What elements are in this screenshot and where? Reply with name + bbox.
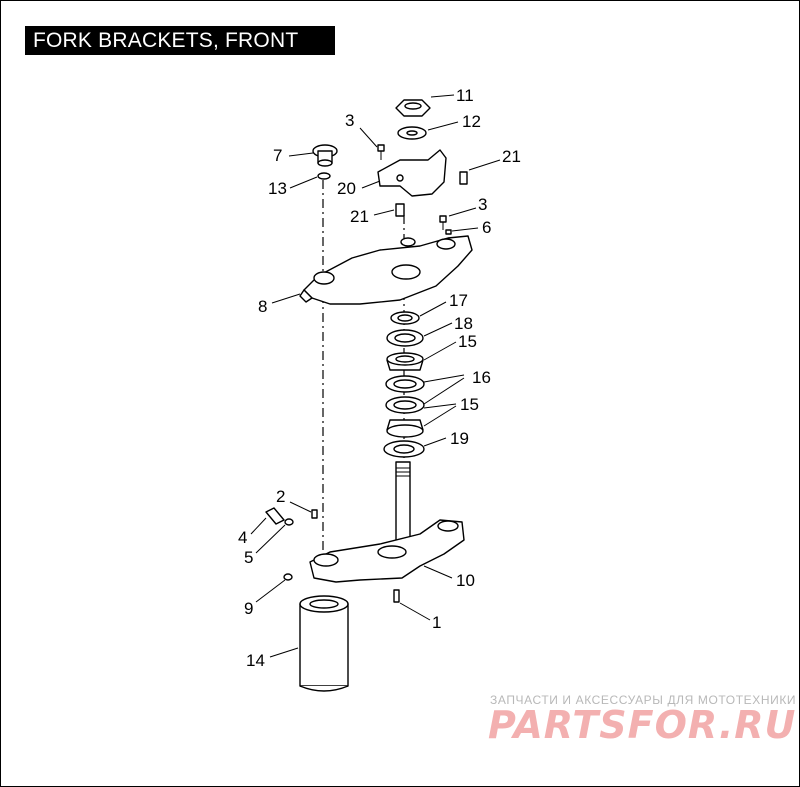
part-seal-17 <box>390 311 420 325</box>
part-clip-21-right <box>459 171 468 185</box>
callout-1: 1 <box>432 613 441 632</box>
watermark-logo: PARTSFOR.RU <box>488 703 797 747</box>
part-pin-1 <box>393 589 400 603</box>
callout-3-top: 3 <box>345 111 354 130</box>
part-tube-14 <box>299 595 349 692</box>
callout-11: 11 <box>456 86 474 105</box>
callout-6: 6 <box>482 218 491 237</box>
part-plug-9 <box>283 573 293 581</box>
callout-2: 2 <box>276 487 285 506</box>
callout-16: 16 <box>472 368 491 387</box>
callout-17: 17 <box>449 291 468 310</box>
callout-9: 9 <box>244 599 253 618</box>
part-screw-3-right <box>439 215 447 230</box>
callout-4: 4 <box>238 528 247 547</box>
part-bearing-15-upper <box>386 352 424 371</box>
callout-10: 10 <box>456 571 475 590</box>
callout-21-right: 21 <box>502 147 521 166</box>
part-oring-13 <box>317 172 331 180</box>
part-cup-15-lower <box>385 396 425 414</box>
callout-19: 19 <box>450 429 469 448</box>
part-bearing-15-lower <box>386 419 424 438</box>
part-seal-19 <box>383 440 425 458</box>
part-washer-5 <box>284 518 294 526</box>
part-upper-bracket-8 <box>299 235 473 305</box>
callout-7: 7 <box>273 146 282 165</box>
diagram-title: FORK BRACKETS, FRONT <box>25 26 335 55</box>
callout-3-right: 3 <box>478 195 487 214</box>
callout-14: 14 <box>246 651 265 670</box>
callout-8: 8 <box>258 297 267 316</box>
part-ring-18 <box>386 329 424 347</box>
part-bracket-20 <box>377 149 447 197</box>
callout-20: 20 <box>337 179 356 198</box>
callout-13: 13 <box>268 179 287 198</box>
callout-12: 12 <box>462 112 481 131</box>
callout-21-center: 21 <box>350 207 369 226</box>
callout-15-upper: 15 <box>458 332 477 351</box>
part-cup-16 <box>385 375 425 393</box>
callout-15-lower: 15 <box>460 395 479 414</box>
part-knob-7 <box>312 144 338 167</box>
part-screw-3-top <box>377 144 385 160</box>
callout-5: 5 <box>244 548 253 567</box>
watermark-caption: ЗАПЧАСТИ И АКСЕССУАРЫ ДЛЯ МОТОТЕХНИКИ <box>490 693 797 707</box>
part-lower-bracket-10 <box>309 519 465 583</box>
part-pin-6 <box>445 229 452 235</box>
part-bolt-4 <box>265 507 285 525</box>
part-nut-11 <box>395 99 431 117</box>
part-washer-12 <box>397 126 427 140</box>
part-screw-2 <box>311 509 318 519</box>
callout-18: 18 <box>454 314 473 333</box>
part-clip-21-center <box>395 203 405 217</box>
